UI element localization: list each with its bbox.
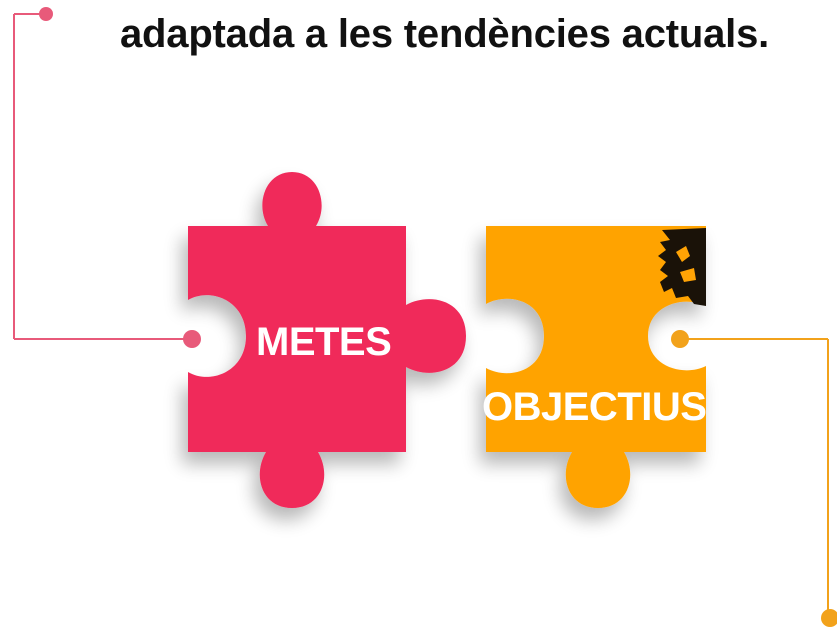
- connector-start-dot: [39, 7, 53, 21]
- left-connector: [13, 7, 201, 348]
- objectius-label: OBJECTIUS: [482, 385, 707, 429]
- connector-end-dot: [183, 330, 201, 348]
- puzzle-piece-right: [486, 226, 706, 508]
- connector-start-dot: [671, 330, 689, 348]
- headline-text: adaptada a les tendències actuals.: [120, 12, 770, 56]
- metes-label: METES: [256, 320, 392, 364]
- connector-end-dot: [821, 609, 837, 627]
- right-connector: [671, 330, 837, 627]
- dragon-emblem-icon: [658, 228, 706, 306]
- puzzle-piece-left: [188, 172, 466, 508]
